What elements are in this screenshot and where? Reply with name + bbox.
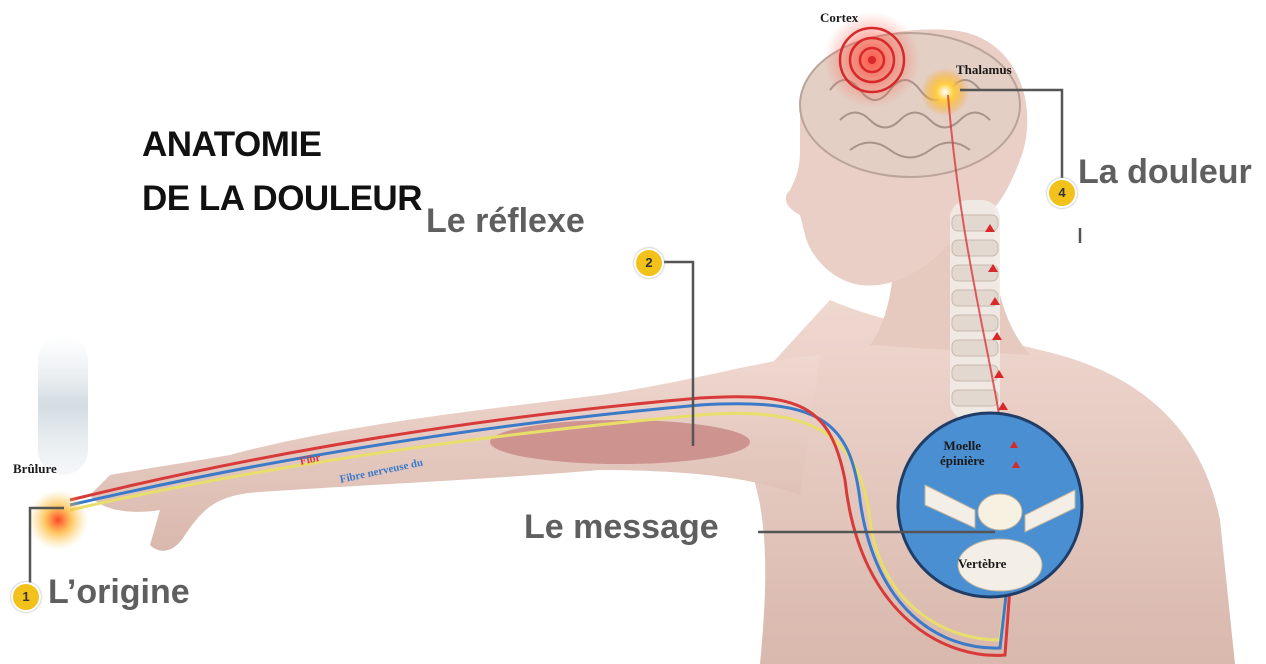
burn-glow [28,490,88,550]
diagram-title: ANATOMIE DE LA DOULEUR [142,118,422,226]
step-4-badge: 4 [1047,178,1077,208]
title-line-1: ANATOMIE [142,118,422,172]
burn-label: Brûlure [13,461,57,477]
title-line-2: DE LA DOULEUR [142,172,422,226]
spinal-cord-label-line-2: épinière [940,453,985,468]
step-2-label: Le réflexe [426,202,585,241]
biceps-muscle [490,420,750,464]
step-1-label: L’origine [48,573,190,612]
cortex-label: Cortex [820,10,858,26]
vertebra-label: Vertèbre [958,556,1006,572]
spine [950,200,1000,420]
step-3-label: Le message [524,508,719,547]
spinal-cord-label: Moelle épinière [940,438,985,468]
spinal-cord-label-line-1: Moelle [940,438,985,453]
step-4-label: La douleur [1078,153,1252,192]
step-2-badge: 2 [634,248,664,278]
smoke-plume [38,335,88,475]
cortex-center [868,56,876,64]
thalamus-label: Thalamus [956,62,1012,78]
step-1-badge: 1 [11,582,41,612]
